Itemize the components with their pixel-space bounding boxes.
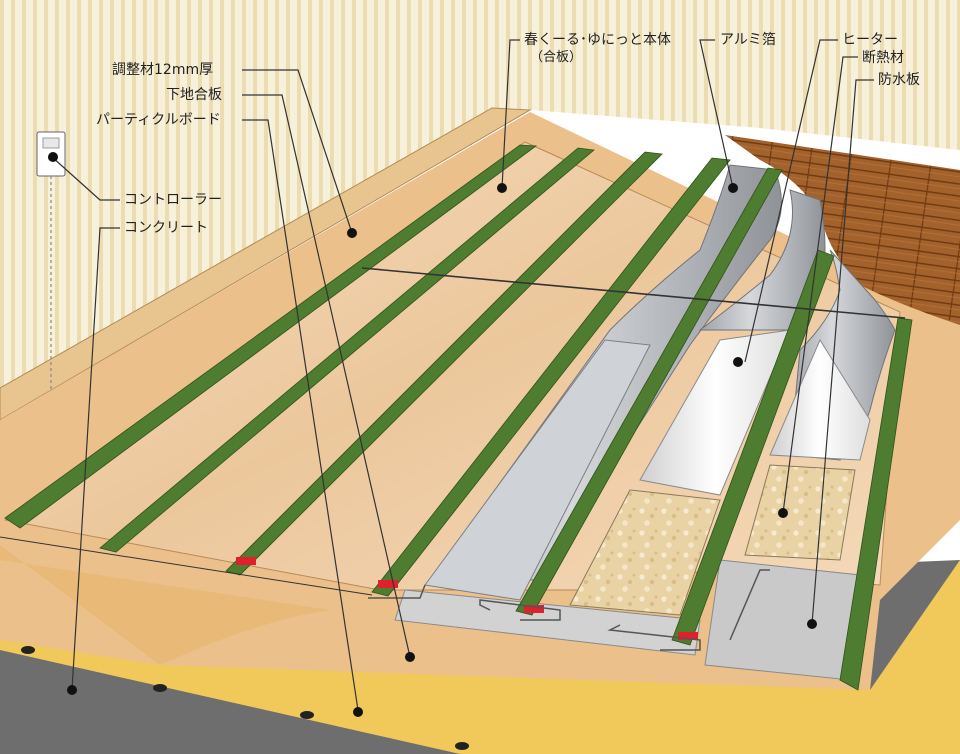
leader-product bbox=[501, 39, 520, 189]
waterproof-board-strip-2 bbox=[394, 589, 701, 656]
leader-lines bbox=[51, 39, 874, 711]
label-adjuster: 調整材12mm厚 bbox=[112, 62, 214, 78]
rail-2 bbox=[99, 147, 595, 553]
room-wall bbox=[0, 0, 960, 390]
leader-concrete bbox=[71, 227, 120, 691]
baseboard bbox=[0, 107, 532, 421]
label-particleboard: パーティクルボード bbox=[96, 112, 221, 128]
leader-heater bbox=[744, 39, 838, 363]
waterproof-board-strip bbox=[704, 559, 861, 681]
leader-waterproof bbox=[811, 79, 874, 625]
leveling-feet bbox=[21, 646, 469, 750]
section-line bbox=[361, 267, 906, 319]
label-heater: ヒーター bbox=[842, 32, 898, 48]
label-controller: コントローラー bbox=[124, 192, 222, 208]
leader-particleboard bbox=[242, 119, 359, 711]
leader-adjuster bbox=[242, 69, 353, 234]
heater-panel bbox=[424, 339, 651, 601]
rail-6 bbox=[671, 249, 835, 646]
insulation-panel-2 bbox=[769, 338, 871, 461]
leader-foil bbox=[699, 39, 734, 189]
label-product-sub: （合板） bbox=[530, 50, 583, 65]
insulation-fill-1 bbox=[569, 489, 721, 616]
green-rails bbox=[4, 144, 913, 691]
floor-edge-line bbox=[0, 536, 373, 596]
red-marker-5 bbox=[524, 605, 544, 613]
red-marker-4 bbox=[378, 580, 398, 588]
label-insulation: 断熱材 bbox=[862, 50, 904, 66]
label-product-main: 春くーる･ゆにっと本体 bbox=[524, 32, 671, 48]
wood-floor bbox=[725, 135, 960, 325]
leader-controller bbox=[51, 156, 120, 201]
subfloor-edge bbox=[0, 545, 330, 665]
label-concrete: コンクリート bbox=[124, 220, 208, 236]
insulation-fill-2 bbox=[744, 464, 856, 561]
red-marker-3 bbox=[236, 557, 256, 565]
leader-dots bbox=[48, 152, 817, 717]
rail-4 bbox=[371, 157, 731, 597]
label-waterproof-board: 防水板 bbox=[878, 72, 920, 88]
rail-5 bbox=[515, 167, 783, 616]
leader-insulation bbox=[782, 56, 858, 514]
label-subfloor: 下地合板 bbox=[166, 87, 222, 103]
rail-7 bbox=[839, 317, 913, 691]
red-markers bbox=[236, 557, 698, 640]
heater-wiring bbox=[368, 569, 770, 651]
rail-1 bbox=[4, 144, 538, 529]
red-marker-6 bbox=[678, 632, 698, 640]
label-aluminum-foil: アルミ箔 bbox=[720, 32, 776, 48]
leader-subfloor bbox=[242, 94, 411, 658]
